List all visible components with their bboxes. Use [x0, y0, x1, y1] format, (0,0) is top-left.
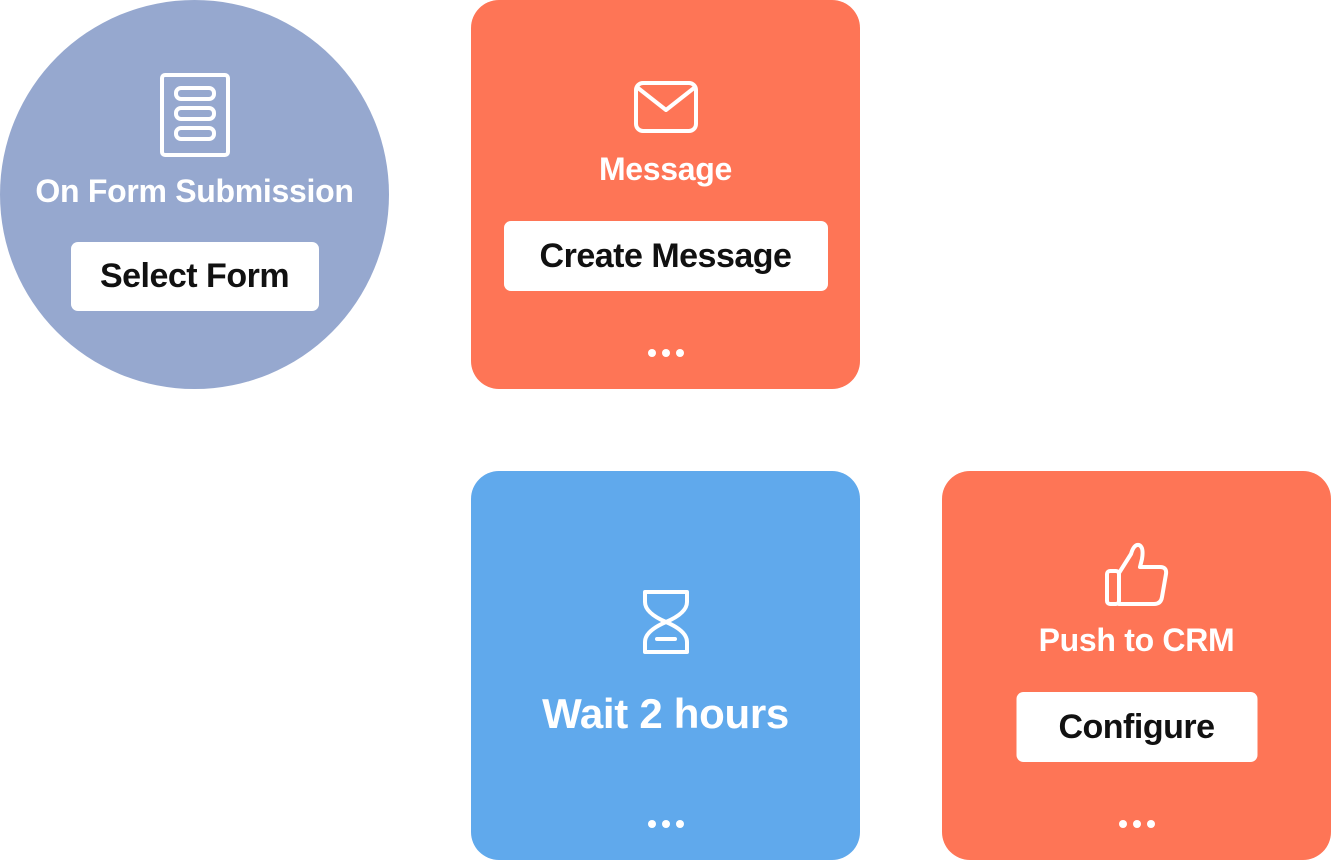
message-label: Message	[598, 151, 733, 187]
more-options-icon[interactable]	[647, 349, 684, 357]
more-options-icon[interactable]	[647, 820, 684, 828]
thumbs-up-icon	[1104, 542, 1168, 606]
hourglass-icon	[642, 590, 689, 654]
trigger-node-form-submission[interactable]: On Form Submission Select Form	[0, 0, 389, 389]
more-options-icon[interactable]	[1118, 820, 1155, 828]
select-form-button[interactable]: Select Form	[70, 242, 319, 311]
form-icon	[159, 73, 230, 157]
wait-label: Wait 2 hours	[542, 690, 789, 737]
crm-label: Push to CRM	[1038, 622, 1235, 658]
push-to-crm-node[interactable]: Push to CRM Configure	[942, 471, 1331, 860]
create-message-button[interactable]: Create Message	[503, 221, 828, 291]
configure-button[interactable]: Configure	[1016, 692, 1257, 762]
wait-node[interactable]: Wait 2 hours	[471, 471, 860, 860]
message-node[interactable]: Message Create Message	[471, 0, 860, 389]
trigger-label: On Form Submission	[35, 173, 354, 209]
envelope-icon	[633, 81, 698, 133]
